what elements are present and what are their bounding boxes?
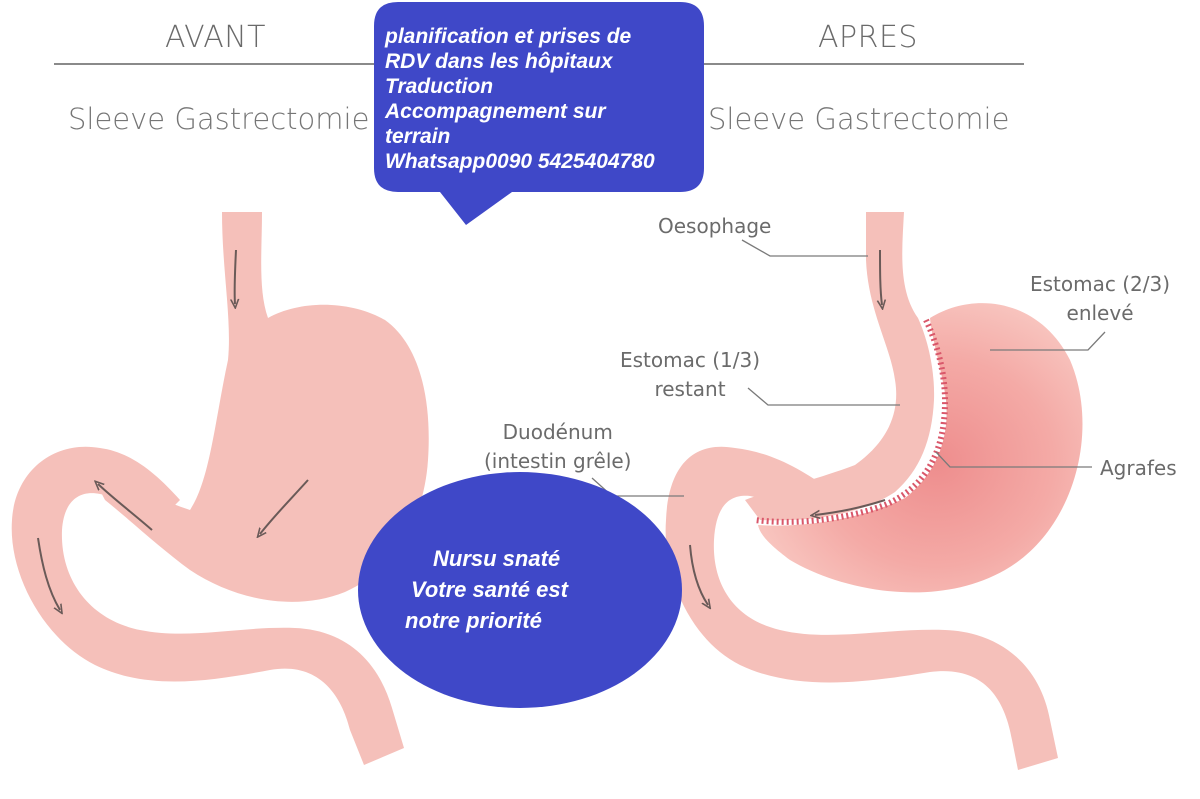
header-rule-right (700, 63, 1024, 65)
label-estomac-enleve: Estomac (2/3) enlevé (1030, 270, 1170, 328)
before-arrow-3 (98, 484, 153, 531)
promo-line-6: Whatsapp0090 5425404780 (385, 150, 655, 173)
before-stomach (11, 212, 429, 765)
before-arrow-4 (37, 537, 60, 610)
leader-lines (591, 239, 1106, 497)
label-estomac-restant: Estomac (1/3) restant (620, 346, 760, 404)
after-heading: APRES (818, 20, 918, 55)
label-estomac-enleve-line1: Estomac (2/3) (1030, 272, 1171, 296)
slogan-line-2: Votre santé est (411, 577, 568, 602)
before-intestine (11, 446, 405, 765)
leader-estomac-enleve (990, 331, 1106, 351)
promo-bubble-text: planification et prises de RDV dans les … (385, 24, 700, 174)
before-arrow-1 (235, 249, 236, 304)
label-duodenum: Duodénum (intestin grêle) (484, 418, 631, 476)
header-rule-left (54, 63, 384, 65)
leader-estomac-restant (747, 387, 900, 406)
label-agrafes: Agrafes (1100, 456, 1177, 480)
after-intestine (665, 446, 1058, 770)
label-estomac-enleve-line2: enlevé (1066, 301, 1134, 325)
after-stomach (665, 212, 1083, 770)
after-arrow-2 (815, 499, 886, 515)
label-estomac-restant-line1: Estomac (1/3) (620, 348, 761, 372)
slogan-line-3: notre priorité (405, 608, 542, 633)
after-subtitle: Sleeve Gastrectomie (708, 102, 1010, 136)
promo-line-1: planification et prises de (385, 25, 632, 48)
label-duodenum-line2: (intestin grêle) (484, 449, 632, 473)
label-estomac-restant-line2: restant (654, 377, 726, 401)
removed-stomach-portion (758, 303, 1083, 593)
promo-line-4: Accompagnement sur (385, 100, 606, 123)
promo-line-5: terrain (385, 125, 451, 148)
before-arrow-2 (260, 479, 309, 534)
remaining-sleeve (745, 212, 935, 521)
slogan-line-1: Nursu snaté (433, 546, 561, 571)
label-oesophage: Oesophage (658, 214, 772, 238)
leader-agrafes (935, 451, 1092, 468)
after-arrow-3 (689, 544, 708, 605)
promo-line-3: Traduction (385, 75, 494, 98)
slogan-bubble-shape (358, 472, 682, 708)
promo-line-2: RDV dans les hôpitaux (385, 50, 613, 73)
before-subtitle: Sleeve Gastrectomie (68, 102, 370, 136)
leader-oesophage (741, 239, 868, 257)
before-heading: AVANT (165, 20, 266, 55)
after-arrow-1 (880, 249, 882, 305)
slogan-bubble-text: Nursu snaté Votre santé est notre priori… (405, 543, 645, 636)
label-duodenum-line1: Duodénum (502, 420, 613, 444)
